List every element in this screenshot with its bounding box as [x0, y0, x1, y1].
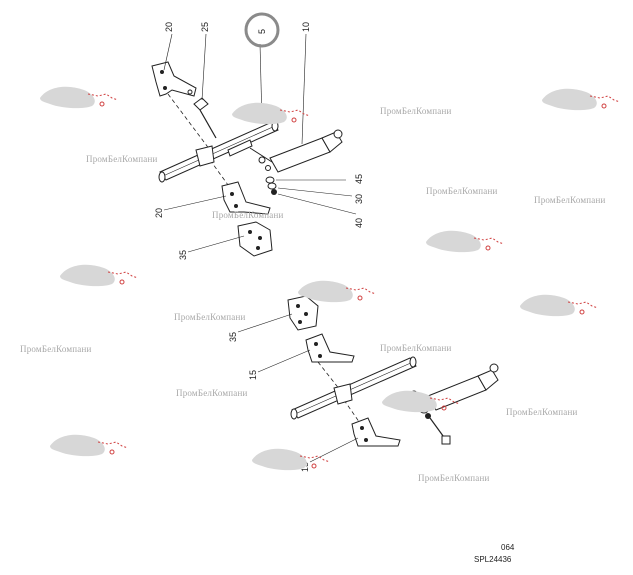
watermark-logo-icon: [60, 264, 139, 287]
watermark-logo-icon: [298, 280, 377, 303]
watermark-logo-icon: [542, 88, 621, 111]
watermark-text: ПромБелКомпани: [418, 473, 490, 483]
upper-bracket-bottom: [221, 181, 271, 215]
watermark-logo-icon: [426, 230, 505, 253]
watermark-logo-icon: [382, 390, 461, 413]
watermark-text: ПромБелКомпани: [174, 312, 246, 322]
watermark-logo-icon: [520, 294, 599, 317]
callout-10: 10: [301, 22, 311, 32]
lower-bracket-bottom: [351, 417, 401, 447]
callout-35-bottom: 35: [228, 332, 238, 342]
upper-pin: [193, 97, 217, 139]
watermark-logo-icon: [232, 102, 311, 125]
callout-20-top: 20: [164, 22, 174, 32]
callout-15-top: 15: [248, 370, 258, 380]
watermark-logo-icon: [50, 434, 129, 457]
callout-5: 5: [257, 29, 267, 34]
watermark-text: ПромБелКомпани: [20, 344, 92, 354]
part-5-highlight-ring: [244, 12, 280, 48]
callout-20-bottom: 20: [154, 208, 164, 218]
upper-cylinder: [249, 129, 343, 173]
callout-40: 40: [354, 218, 364, 228]
watermark-text: ПромБелКомпани: [212, 210, 284, 220]
upper-plate: [237, 221, 273, 257]
watermark-text: ПромБелКомпани: [426, 186, 498, 196]
watermark-logo-icon: [252, 448, 331, 471]
upper-tube: [158, 120, 279, 183]
watermark-text: ПромБелКомпани: [380, 343, 452, 353]
callout-45: 45: [354, 174, 364, 184]
callout-30: 30: [354, 194, 364, 204]
watermark-text: ПромБелКомпани: [86, 154, 158, 164]
upper-hardware: [265, 176, 277, 195]
upper-bracket-top: [151, 61, 197, 97]
watermark-text: ПромБелКомпани: [506, 407, 578, 417]
watermark-logo-icon: [40, 86, 119, 109]
lower-bracket-top: [305, 333, 355, 363]
watermark-text: ПромБелКомпани: [534, 195, 606, 205]
lower-tube: [290, 356, 417, 420]
lower-assembly: [237, 295, 499, 463]
lower-cylinder: [410, 363, 499, 445]
watermark-text: ПромБелКомпани: [176, 388, 248, 398]
page-number: 064: [501, 543, 515, 552]
drawing-code: SPL24436: [474, 555, 512, 564]
callout-25: 25: [200, 22, 210, 32]
callout-35-top: 35: [178, 250, 188, 260]
upper-assembly: [151, 12, 357, 257]
watermark-text: ПромБелКомпани: [380, 106, 452, 116]
